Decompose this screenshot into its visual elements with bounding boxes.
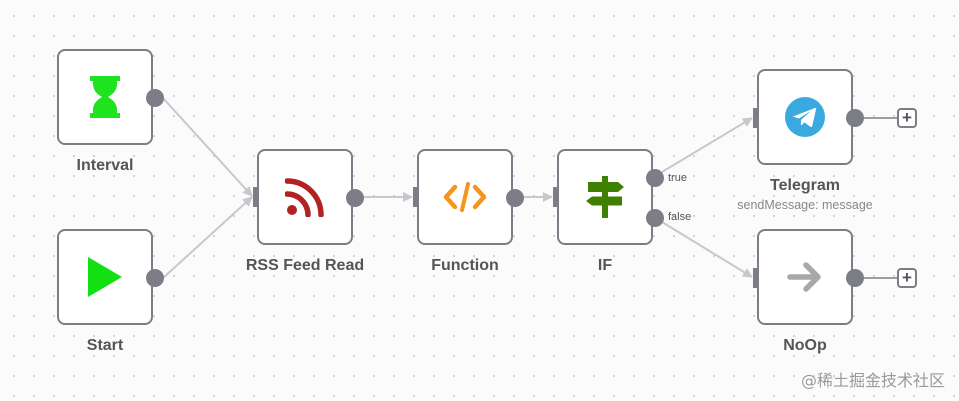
node-label-start: Start: [86, 337, 124, 354]
node-label-telegram: Telegram: [770, 177, 840, 194]
output-port-if-false[interactable]: [646, 209, 664, 227]
node-label-rss-feed-read: RSS Feed Read: [245, 257, 365, 274]
node-label-function: Function: [431, 257, 499, 274]
play-icon: [83, 255, 127, 299]
node-start[interactable]: [57, 229, 153, 325]
add-node-button-telegram[interactable]: +: [897, 108, 917, 128]
arrow-right-icon: [783, 255, 827, 299]
signpost-icon: [583, 175, 627, 219]
if-true-label: true: [668, 172, 687, 184]
node-sublabel-telegram: sendMessage: message: [737, 198, 873, 212]
add-node-button-noop[interactable]: +: [897, 268, 917, 288]
rss-icon: [283, 175, 327, 219]
connection-if-telegram[interactable]: [661, 117, 753, 173]
node-interval[interactable]: [57, 49, 153, 145]
node-label-noop: NoOp: [783, 337, 827, 354]
node-rss-feed-read[interactable]: [257, 149, 353, 245]
node-function[interactable]: [417, 149, 513, 245]
output-port-interval[interactable]: [146, 89, 164, 107]
node-label-if: IF: [597, 257, 613, 274]
node-telegram[interactable]: [757, 69, 853, 165]
telegram-icon: [783, 95, 827, 139]
node-if[interactable]: [557, 149, 653, 245]
output-port-function[interactable]: [506, 189, 524, 207]
hourglass-icon: [83, 75, 127, 119]
connection-interval-rss[interactable]: [162, 97, 253, 197]
output-port-noop[interactable]: [846, 269, 864, 287]
output-port-if-true[interactable]: [646, 169, 664, 187]
output-port-start[interactable]: [146, 269, 164, 287]
output-port-rss[interactable]: [346, 189, 364, 207]
node-label-interval: Interval: [76, 157, 134, 174]
if-false-label: false: [668, 211, 692, 223]
node-noop[interactable]: [757, 229, 853, 325]
watermark: @稀土掘金技术社区: [800, 371, 945, 390]
code-icon: [443, 175, 487, 219]
output-port-telegram[interactable]: [846, 109, 864, 127]
